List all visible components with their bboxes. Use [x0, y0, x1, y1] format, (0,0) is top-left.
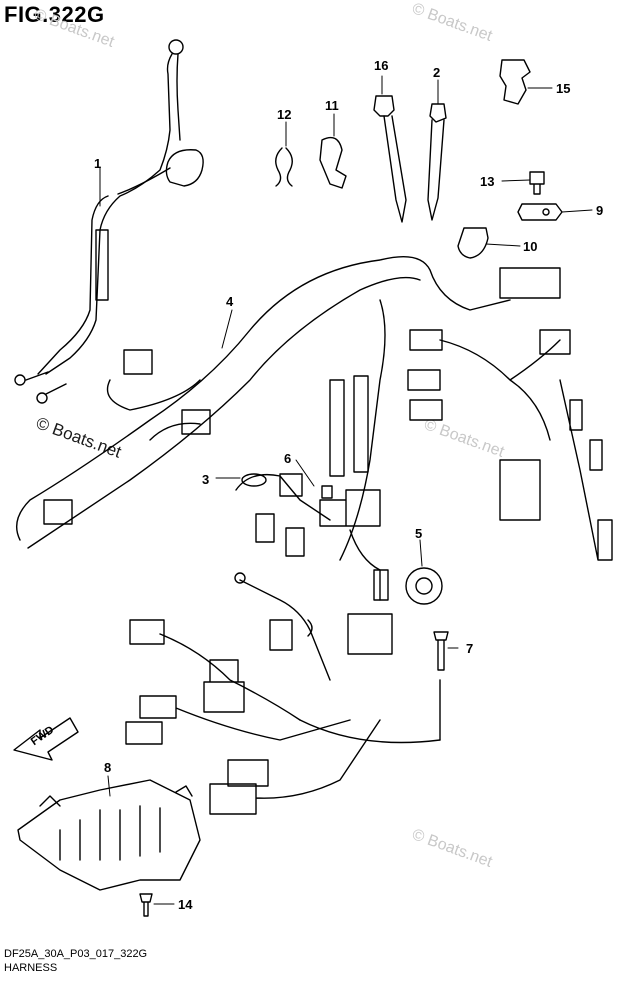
bracket-8	[17, 779, 201, 891]
callout-5: 5	[415, 526, 423, 541]
buzzer-5	[405, 567, 443, 605]
callout-11: 11	[325, 98, 339, 113]
clamp-11	[319, 136, 347, 189]
fwd-arrow	[13, 717, 79, 761]
clip-10	[457, 227, 489, 259]
callout-10: 10	[523, 239, 538, 254]
o-ring-3	[241, 473, 267, 487]
clip-12	[275, 147, 293, 187]
figure-title: FIG.322G	[4, 2, 105, 27]
callout-7: 7	[466, 641, 474, 656]
callout-1: 1	[94, 156, 102, 171]
callout-16: 16	[374, 58, 389, 73]
fuse-6	[279, 473, 333, 499]
figure-name: HARNESS	[4, 962, 58, 974]
callout-13: 13	[480, 174, 495, 189]
battery-cable	[14, 39, 204, 404]
terminal-9	[517, 203, 563, 221]
callout-8: 8	[104, 760, 112, 775]
clamp-15	[499, 59, 531, 105]
screw-14	[139, 893, 153, 917]
callout-2: 2	[433, 65, 441, 80]
bolt-13	[529, 171, 545, 195]
cable-tie-16	[373, 95, 407, 223]
stud-7	[433, 631, 449, 671]
figure-code: DF25A_30A_P03_017_322G	[4, 948, 148, 960]
callout-14: 14	[178, 897, 193, 912]
main-harness-4	[16, 256, 613, 815]
leader-lines	[99, 75, 593, 905]
callout-12: 12	[277, 107, 292, 122]
callout-9: 9	[596, 203, 604, 218]
cable-tie-2	[427, 103, 447, 221]
callout-6: 6	[284, 451, 292, 466]
callout-3: 3	[202, 472, 210, 487]
callout-4: 4	[226, 294, 234, 309]
callout-15: 15	[556, 81, 571, 96]
